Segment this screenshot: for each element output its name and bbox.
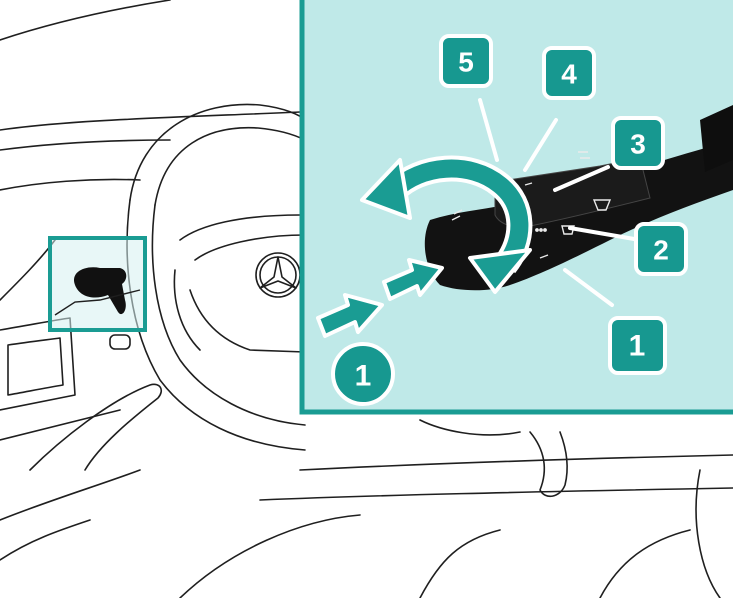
callout-push-action: 1 — [331, 342, 395, 406]
callout-label: 3 — [630, 129, 646, 160]
leader-lines — [478, 98, 642, 307]
location-highlight — [48, 236, 147, 332]
callout-setting-4: 4 — [542, 46, 596, 100]
callout-setting-5: 5 — [439, 34, 493, 88]
callout-setting-1: 1 — [608, 316, 667, 375]
detail-panel: 5 4 3 2 1 1 — [299, 0, 733, 415]
callout-label: 2 — [653, 235, 669, 266]
callout-label: 1 — [355, 360, 372, 393]
callout-setting-2: 2 — [634, 222, 688, 276]
callout-label: 4 — [561, 59, 577, 90]
callout-label: 1 — [629, 330, 646, 363]
push-arrow-icon — [316, 258, 444, 338]
callout-label: 5 — [458, 47, 474, 78]
lever-thumbnail — [74, 267, 127, 315]
callout-setting-3: 3 — [611, 116, 665, 170]
rotate-arrow-icon — [360, 155, 533, 294]
